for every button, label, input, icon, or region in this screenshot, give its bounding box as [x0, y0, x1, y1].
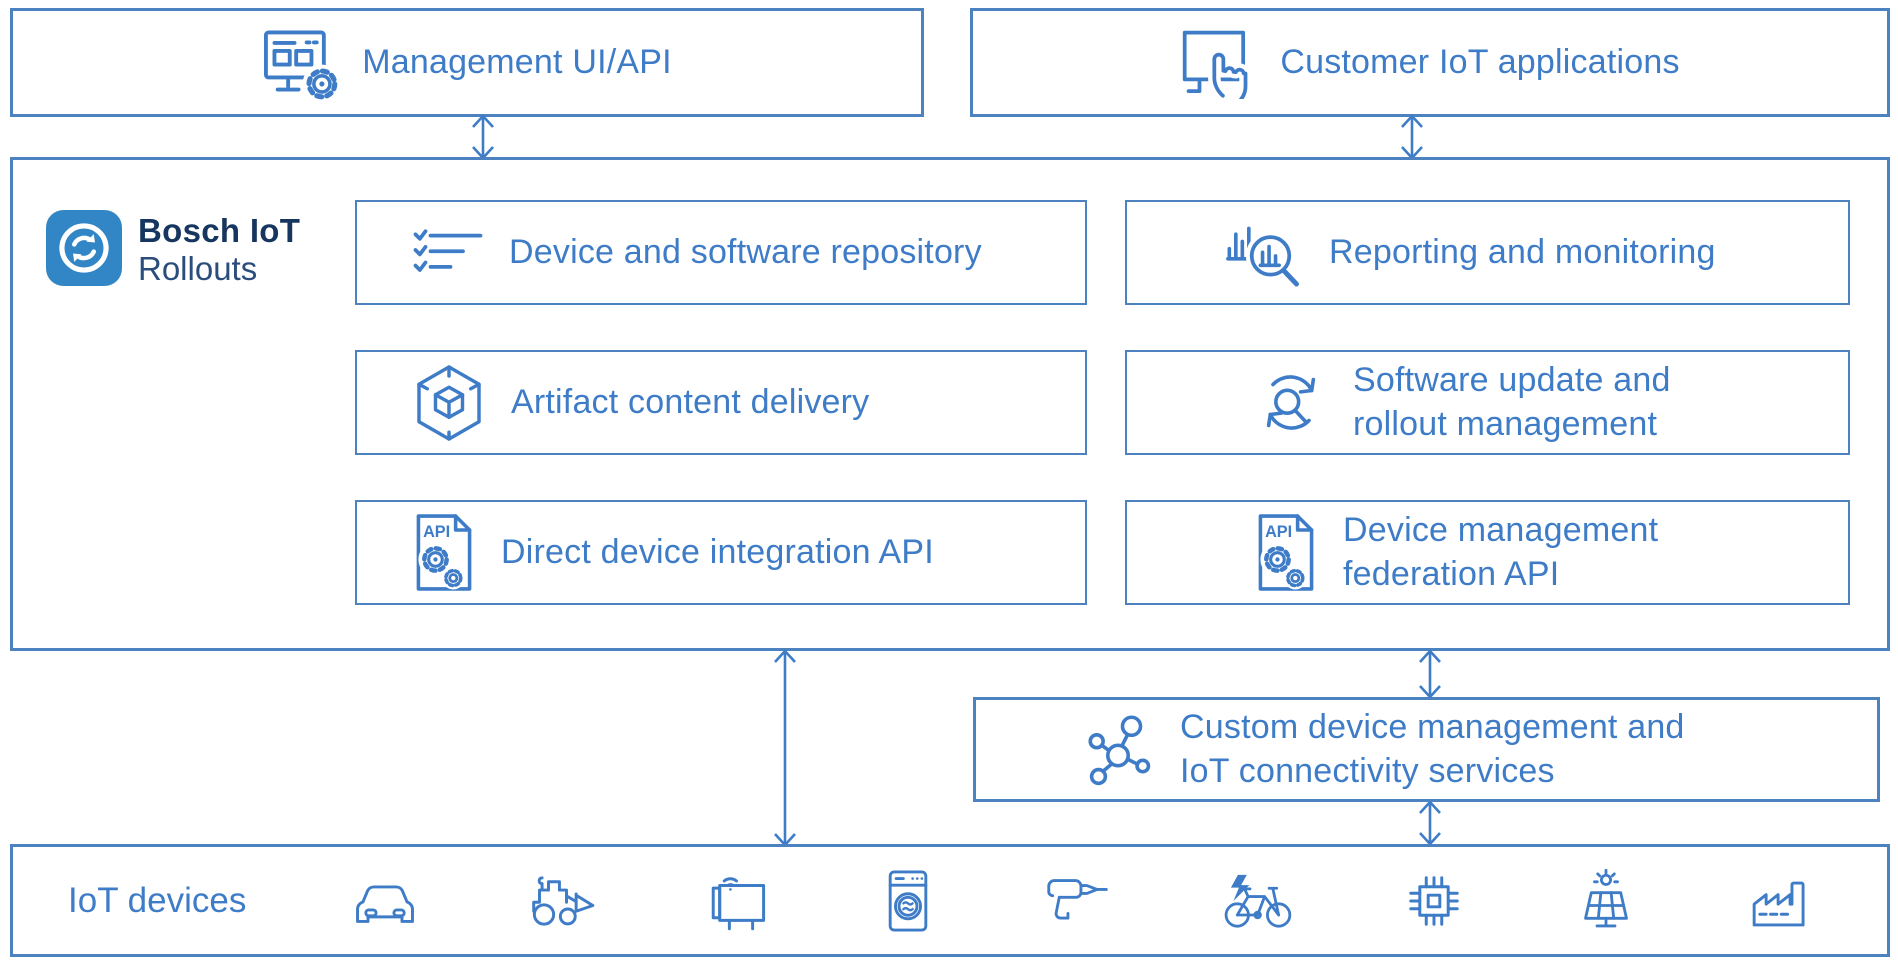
- network-nodes-icon: [1088, 712, 1154, 787]
- module-label: Device management federation API: [1343, 510, 1659, 593]
- car-icon: [353, 878, 417, 924]
- module-label: Direct device integration API: [501, 532, 934, 571]
- module-software-update-rollout: Software update and rollout management: [1125, 350, 1850, 455]
- arrow-management-platform: [472, 114, 494, 160]
- iot-device-icons: [298, 847, 1867, 954]
- iot-devices-box: IoT devices: [10, 844, 1890, 957]
- custom-device-management-box: Custom device management and IoT connect…: [973, 697, 1880, 802]
- svg-text:API: API: [1265, 523, 1292, 541]
- solar-panel-icon: [1574, 868, 1638, 933]
- bosch-iot-rollouts-brand: Bosch IoT Rollouts: [46, 210, 300, 288]
- module-label: Reporting and monitoring: [1329, 232, 1716, 271]
- monitor-gear-icon: [262, 26, 341, 100]
- iot-devices-label: IoT devices: [68, 880, 247, 920]
- e-bike-icon: [1220, 873, 1294, 929]
- arrow-connectivity-devices: [1419, 800, 1441, 846]
- arrow-platform-devices: [774, 649, 796, 847]
- power-drill-icon: [1041, 875, 1111, 927]
- connected-display-icon: [707, 870, 775, 932]
- microchip-icon: [1403, 870, 1465, 932]
- module-direct-device-integration-api: API Direct device integration API: [355, 500, 1087, 605]
- factory-icon: [1747, 872, 1813, 930]
- api-document-icon: API: [1255, 512, 1317, 593]
- package-cube-icon: [413, 364, 485, 442]
- bosch-iot-rollouts-logo-icon: [46, 210, 122, 286]
- module-label: Software update and rollout management: [1353, 360, 1671, 443]
- checklist-icon: [413, 225, 483, 280]
- customer-iot-applications-box: Customer IoT applications: [970, 8, 1890, 117]
- wheel-loader-icon: [526, 874, 598, 928]
- brand-line1: Bosch IoT: [138, 212, 301, 249]
- washing-machine-icon: [884, 868, 932, 934]
- svg-text:API: API: [423, 523, 450, 541]
- module-artifact-content-delivery: Artifact content delivery: [355, 350, 1087, 455]
- arrow-customer-platform: [1401, 114, 1423, 160]
- customer-iot-applications-label: Customer IoT applications: [1280, 42, 1680, 81]
- update-cycle-icon: [1255, 365, 1327, 440]
- management-ui-api-box: Management UI/API: [10, 8, 924, 117]
- api-document-icon: API: [413, 512, 475, 593]
- arrow-platform-connectivity: [1419, 649, 1441, 699]
- custom-device-management-label: Custom device management and IoT connect…: [1180, 707, 1685, 790]
- module-device-management-federation-api: API Device management federation API: [1125, 500, 1850, 605]
- module-device-software-repository: Device and software repository: [355, 200, 1087, 305]
- module-reporting-monitoring: Reporting and monitoring: [1125, 200, 1850, 305]
- module-label: Artifact content delivery: [511, 382, 870, 421]
- brand-line2: Rollouts: [138, 250, 258, 287]
- management-ui-api-label: Management UI/API: [362, 42, 672, 81]
- chart-magnifier-icon: [1225, 214, 1303, 292]
- monitor-tap-hand-icon: [1180, 27, 1258, 99]
- module-label: Device and software repository: [509, 232, 982, 271]
